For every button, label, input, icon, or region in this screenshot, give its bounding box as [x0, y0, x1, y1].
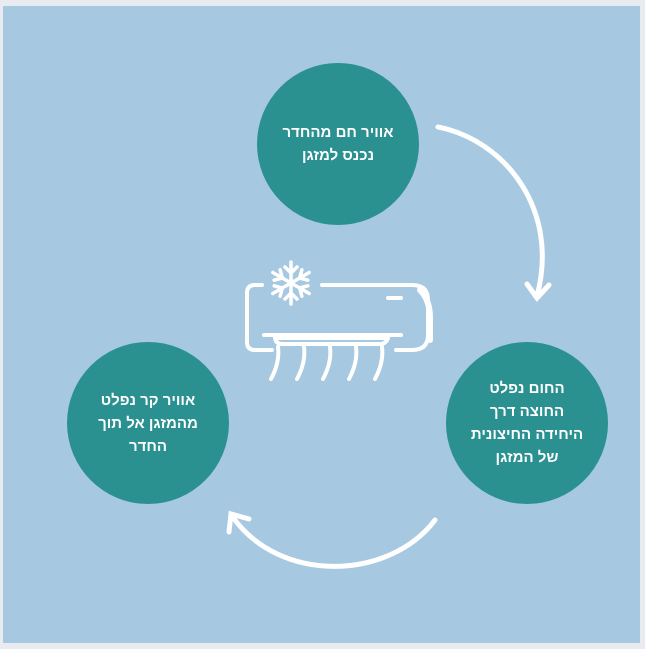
step-heat-out: החום נפלט החוצה דרך היחידה החיצונית של המזג…	[446, 342, 608, 504]
step-text: החדר	[128, 437, 167, 455]
air-conditioner-icon	[245, 283, 433, 381]
arrow-bottom	[226, 510, 438, 569]
step-cold-air-out: אוויר קר נפלט מהמזגן אל תוך החדר	[67, 342, 229, 504]
step-text: החום נפלט	[489, 380, 565, 397]
step-text: מהמזגן אל תוך	[98, 414, 198, 432]
step-text: אוויר חם מהחדר	[282, 124, 394, 141]
step-text: נכנס למזגן	[301, 147, 375, 164]
step-text: החוצה דרך	[489, 403, 565, 420]
step-text: היחידה החיצונית	[470, 426, 584, 443]
step-text: של המזגן	[495, 449, 559, 466]
step-text: אוויר קר נפלט	[100, 391, 196, 409]
snowflake-icon	[268, 260, 314, 306]
arrow-top-right	[435, 124, 552, 302]
step-warm-air-in: אוויר חם מהחדר נכנס למזגן	[257, 63, 419, 225]
